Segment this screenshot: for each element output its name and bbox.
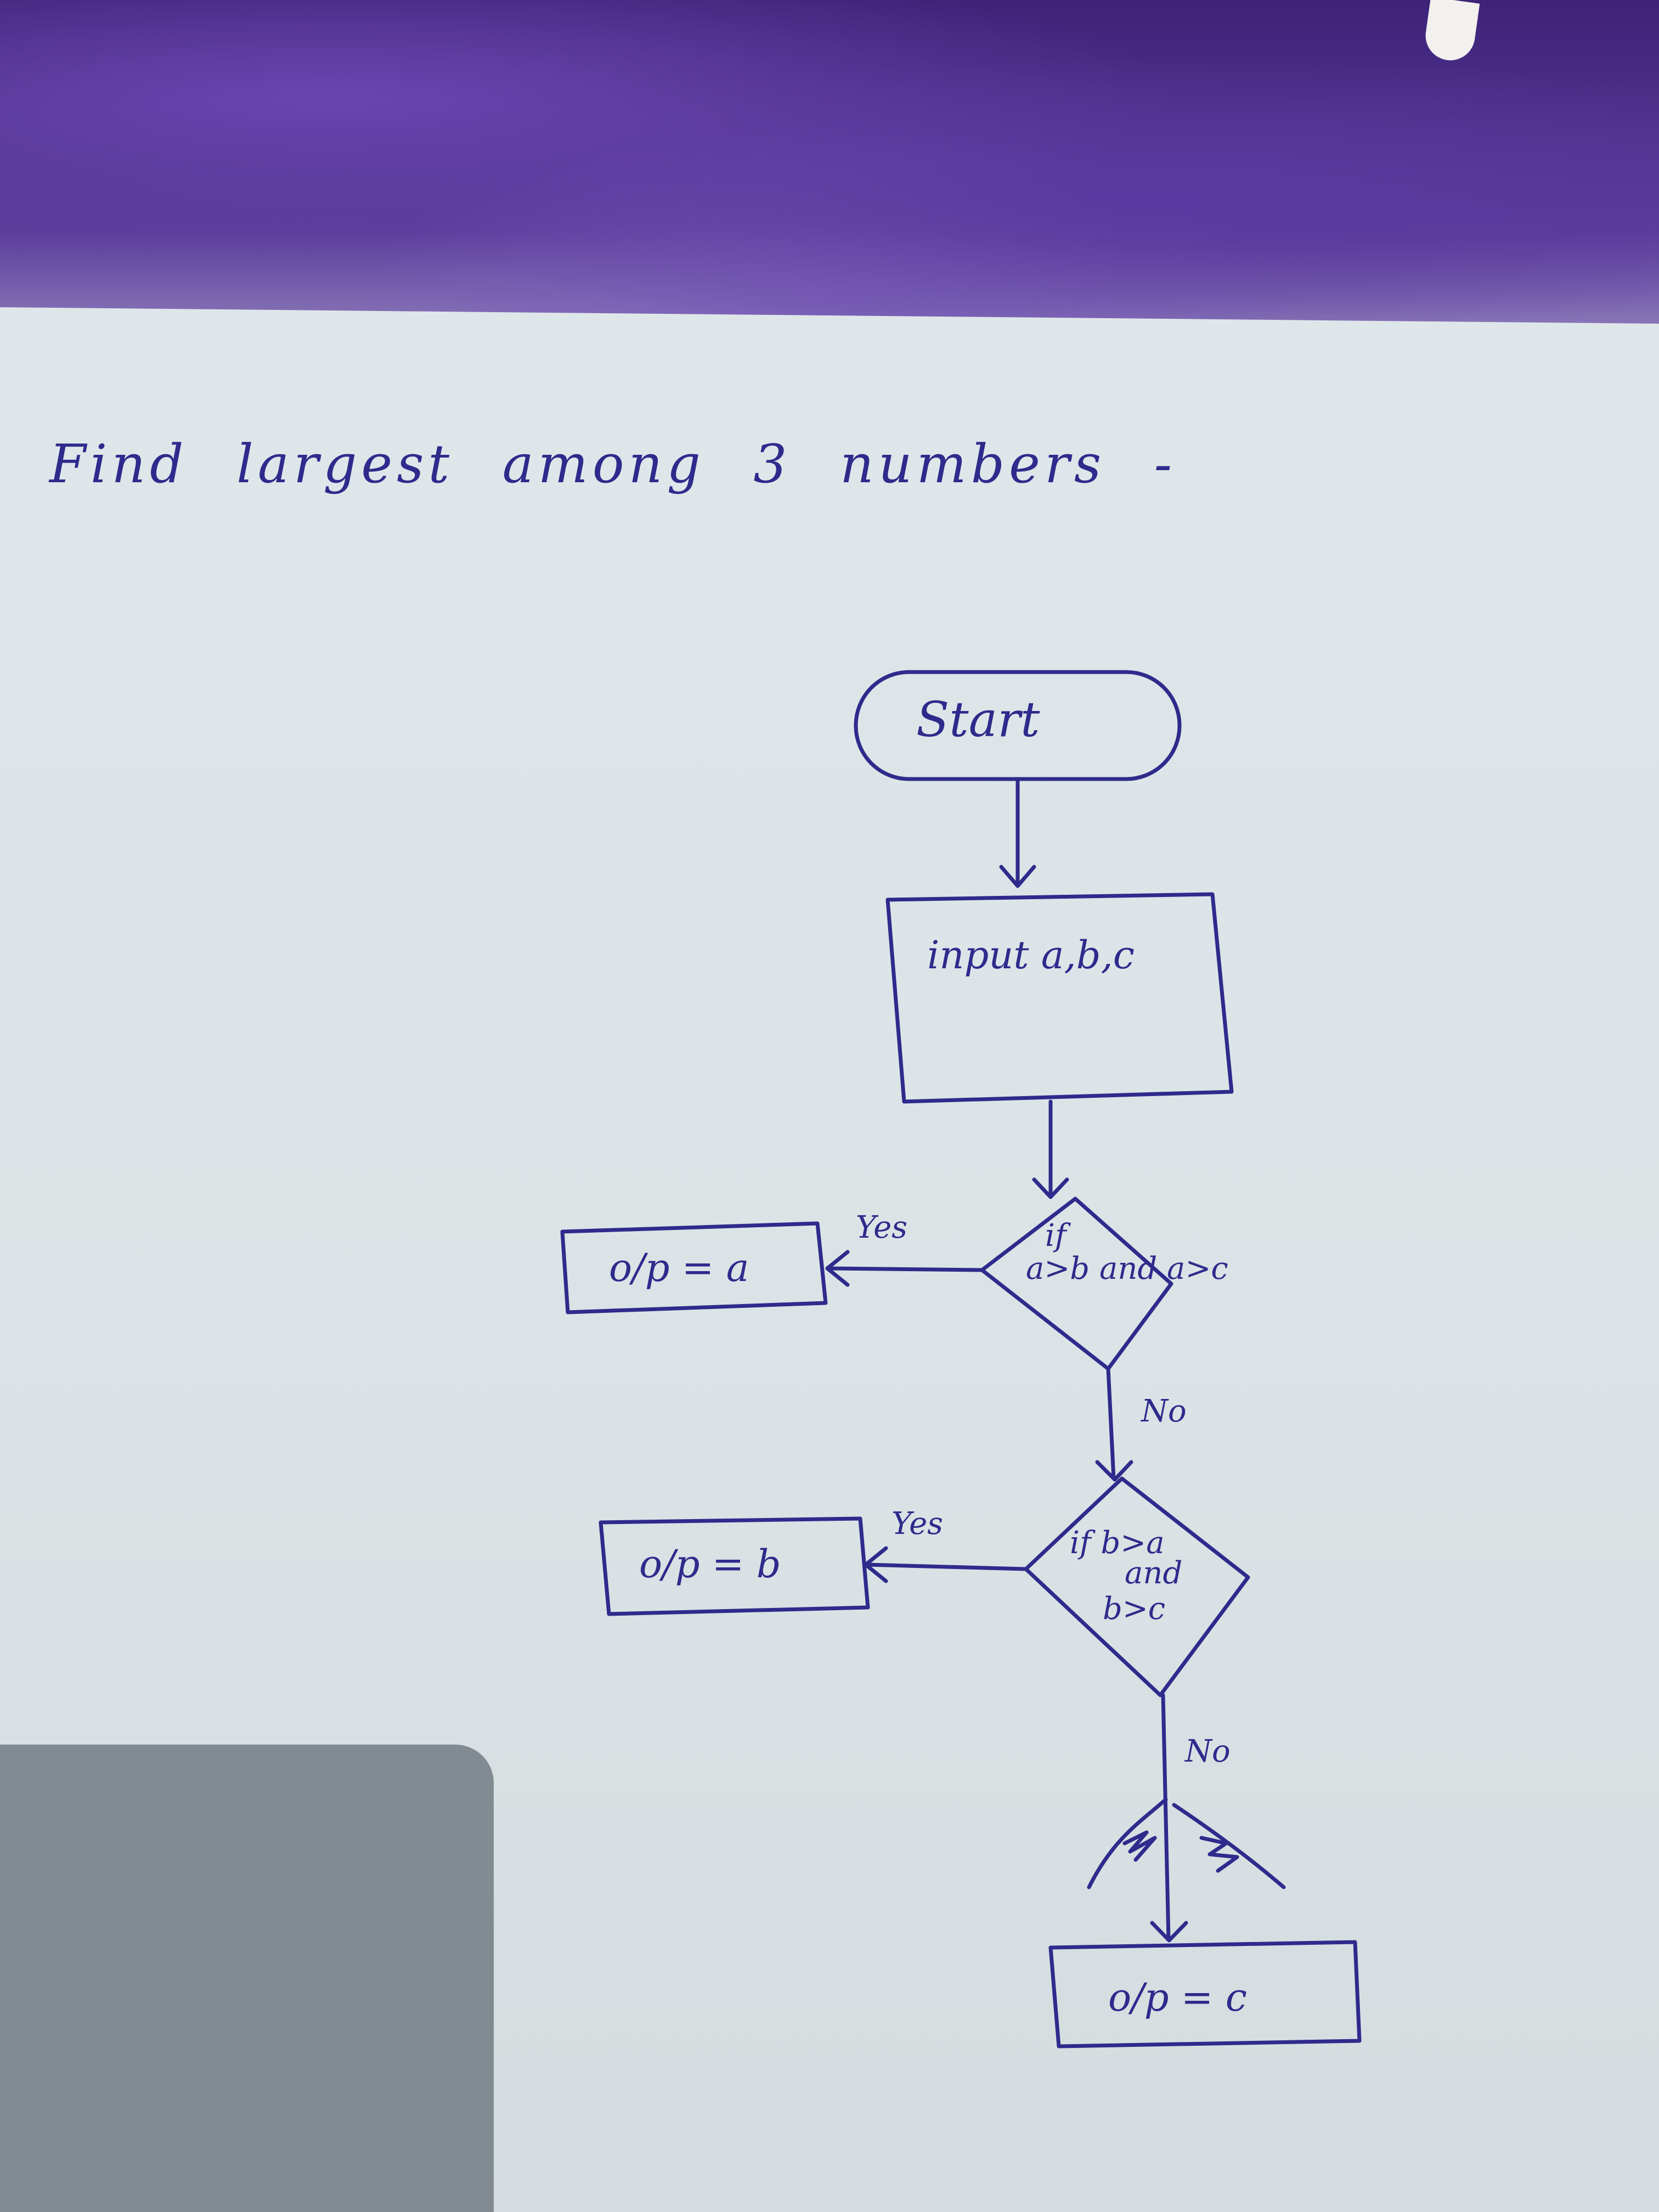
output-c-label: o/p = c xyxy=(1108,1975,1247,2020)
decision2-diamond xyxy=(1024,1476,1250,1697)
input-box xyxy=(885,892,1234,1104)
edge-no-2: No xyxy=(1185,1734,1231,1769)
decision2-and-label: and xyxy=(1125,1555,1183,1591)
arrow-decision1-no xyxy=(1095,1367,1133,1482)
scribble-mark xyxy=(1087,1797,1286,1889)
arrow-decision2-yes xyxy=(864,1546,1028,1583)
output-a-label: o/p = a xyxy=(609,1245,749,1290)
output-a-box xyxy=(560,1221,828,1314)
input-label: input a,b,c xyxy=(927,933,1135,978)
arrow-input-to-decision1 xyxy=(1032,1099,1069,1199)
hand-shadow xyxy=(0,1745,494,2212)
edge-yes-2: Yes xyxy=(891,1506,943,1542)
decision2-condition-label: b>c xyxy=(1103,1591,1166,1627)
cloth-background xyxy=(0,0,1659,329)
arrow-decision1-yes xyxy=(825,1250,984,1287)
output-b-box xyxy=(599,1516,870,1616)
arrow-start-to-input xyxy=(999,777,1036,888)
start-label: Start xyxy=(916,691,1040,748)
decision1-if-label: if xyxy=(1045,1218,1066,1254)
output-c-box xyxy=(1048,1940,1362,2049)
decision2-if-label: if b>a xyxy=(1070,1525,1165,1561)
page-title: Find largest among 3 numbers - xyxy=(49,433,1177,495)
edge-no-1: No xyxy=(1141,1393,1187,1429)
output-b-label: o/p = b xyxy=(639,1542,781,1587)
decision1-condition-label: a>b and a>c xyxy=(1026,1251,1228,1286)
edge-yes-1: Yes xyxy=(856,1210,907,1245)
arrow-decision2-no xyxy=(1150,1693,1188,1943)
